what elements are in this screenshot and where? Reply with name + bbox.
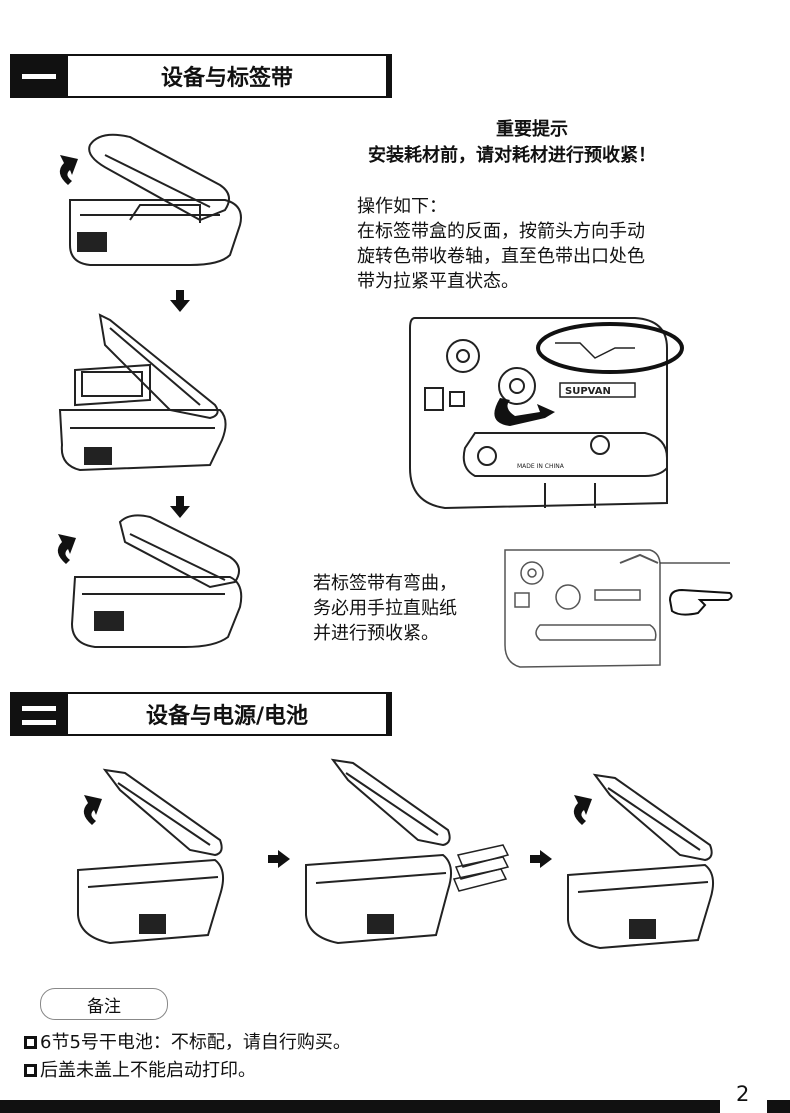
section-1-title: 设备与标签带 <box>160 66 293 91</box>
important-subheading: 安装耗材前，请对耗材进行预收紧！ <box>368 145 656 166</box>
cassette-back-illustration: SUPVAN MADE IN CHINA <box>405 308 685 518</box>
section-number-2 <box>12 694 68 734</box>
cassette-made-in-text: MADE IN CHINA <box>517 463 565 470</box>
operation-line: 在标签带盒的反面，按箭头方向手动 <box>357 221 645 242</box>
footer-bar-right <box>767 1100 790 1113</box>
printer-insert-batteries-illustration <box>298 755 518 955</box>
cassette-brand-text: SUPVAN <box>565 386 611 397</box>
bent-tape-line: 务必用手拉直贴纸 <box>313 598 457 619</box>
printer-open-lid-illustration-1 <box>50 125 250 270</box>
operation-line: 旋转色带收卷轴，直至色带出口处色 <box>357 246 645 267</box>
down-arrow-2 <box>170 496 190 518</box>
section-1-header: 设备与标签带 <box>10 54 392 98</box>
printer-close-lid-illustration <box>50 512 250 652</box>
important-heading: 重要提示 <box>496 119 568 140</box>
operation-line: 带为拉紧平直状态。 <box>357 271 519 292</box>
section-2-title: 设备与电源/电池 <box>145 704 309 729</box>
note-item-batteries: 6节5号干电池：不标配，请自行购买。 <box>24 1030 351 1055</box>
page-number: 2 <box>736 1082 750 1106</box>
footer-bar <box>0 1100 720 1113</box>
right-arrow-2 <box>530 850 552 868</box>
notes-label: 备注 <box>40 988 168 1020</box>
operation-line: 操作如下： <box>357 196 447 217</box>
note-item-cover: 后盖未盖上不能启动打印。 <box>24 1058 256 1083</box>
printer-close-lid-battery-illustration <box>560 770 725 955</box>
cassette-front-illustration <box>500 545 735 670</box>
bent-tape-line: 若标签带有弯曲， <box>313 573 457 594</box>
bent-tape-line: 并进行预收紧。 <box>313 623 439 644</box>
section-number-1 <box>12 56 68 96</box>
printer-insert-cassette-illustration <box>50 310 230 480</box>
checkbox-icon <box>24 1064 37 1077</box>
section-2-header: 设备与电源/电池 <box>10 692 392 736</box>
down-arrow-1 <box>170 290 190 312</box>
printer-open-lid-battery-illustration <box>70 765 230 950</box>
right-arrow-1 <box>268 850 290 868</box>
checkbox-icon <box>24 1036 37 1049</box>
